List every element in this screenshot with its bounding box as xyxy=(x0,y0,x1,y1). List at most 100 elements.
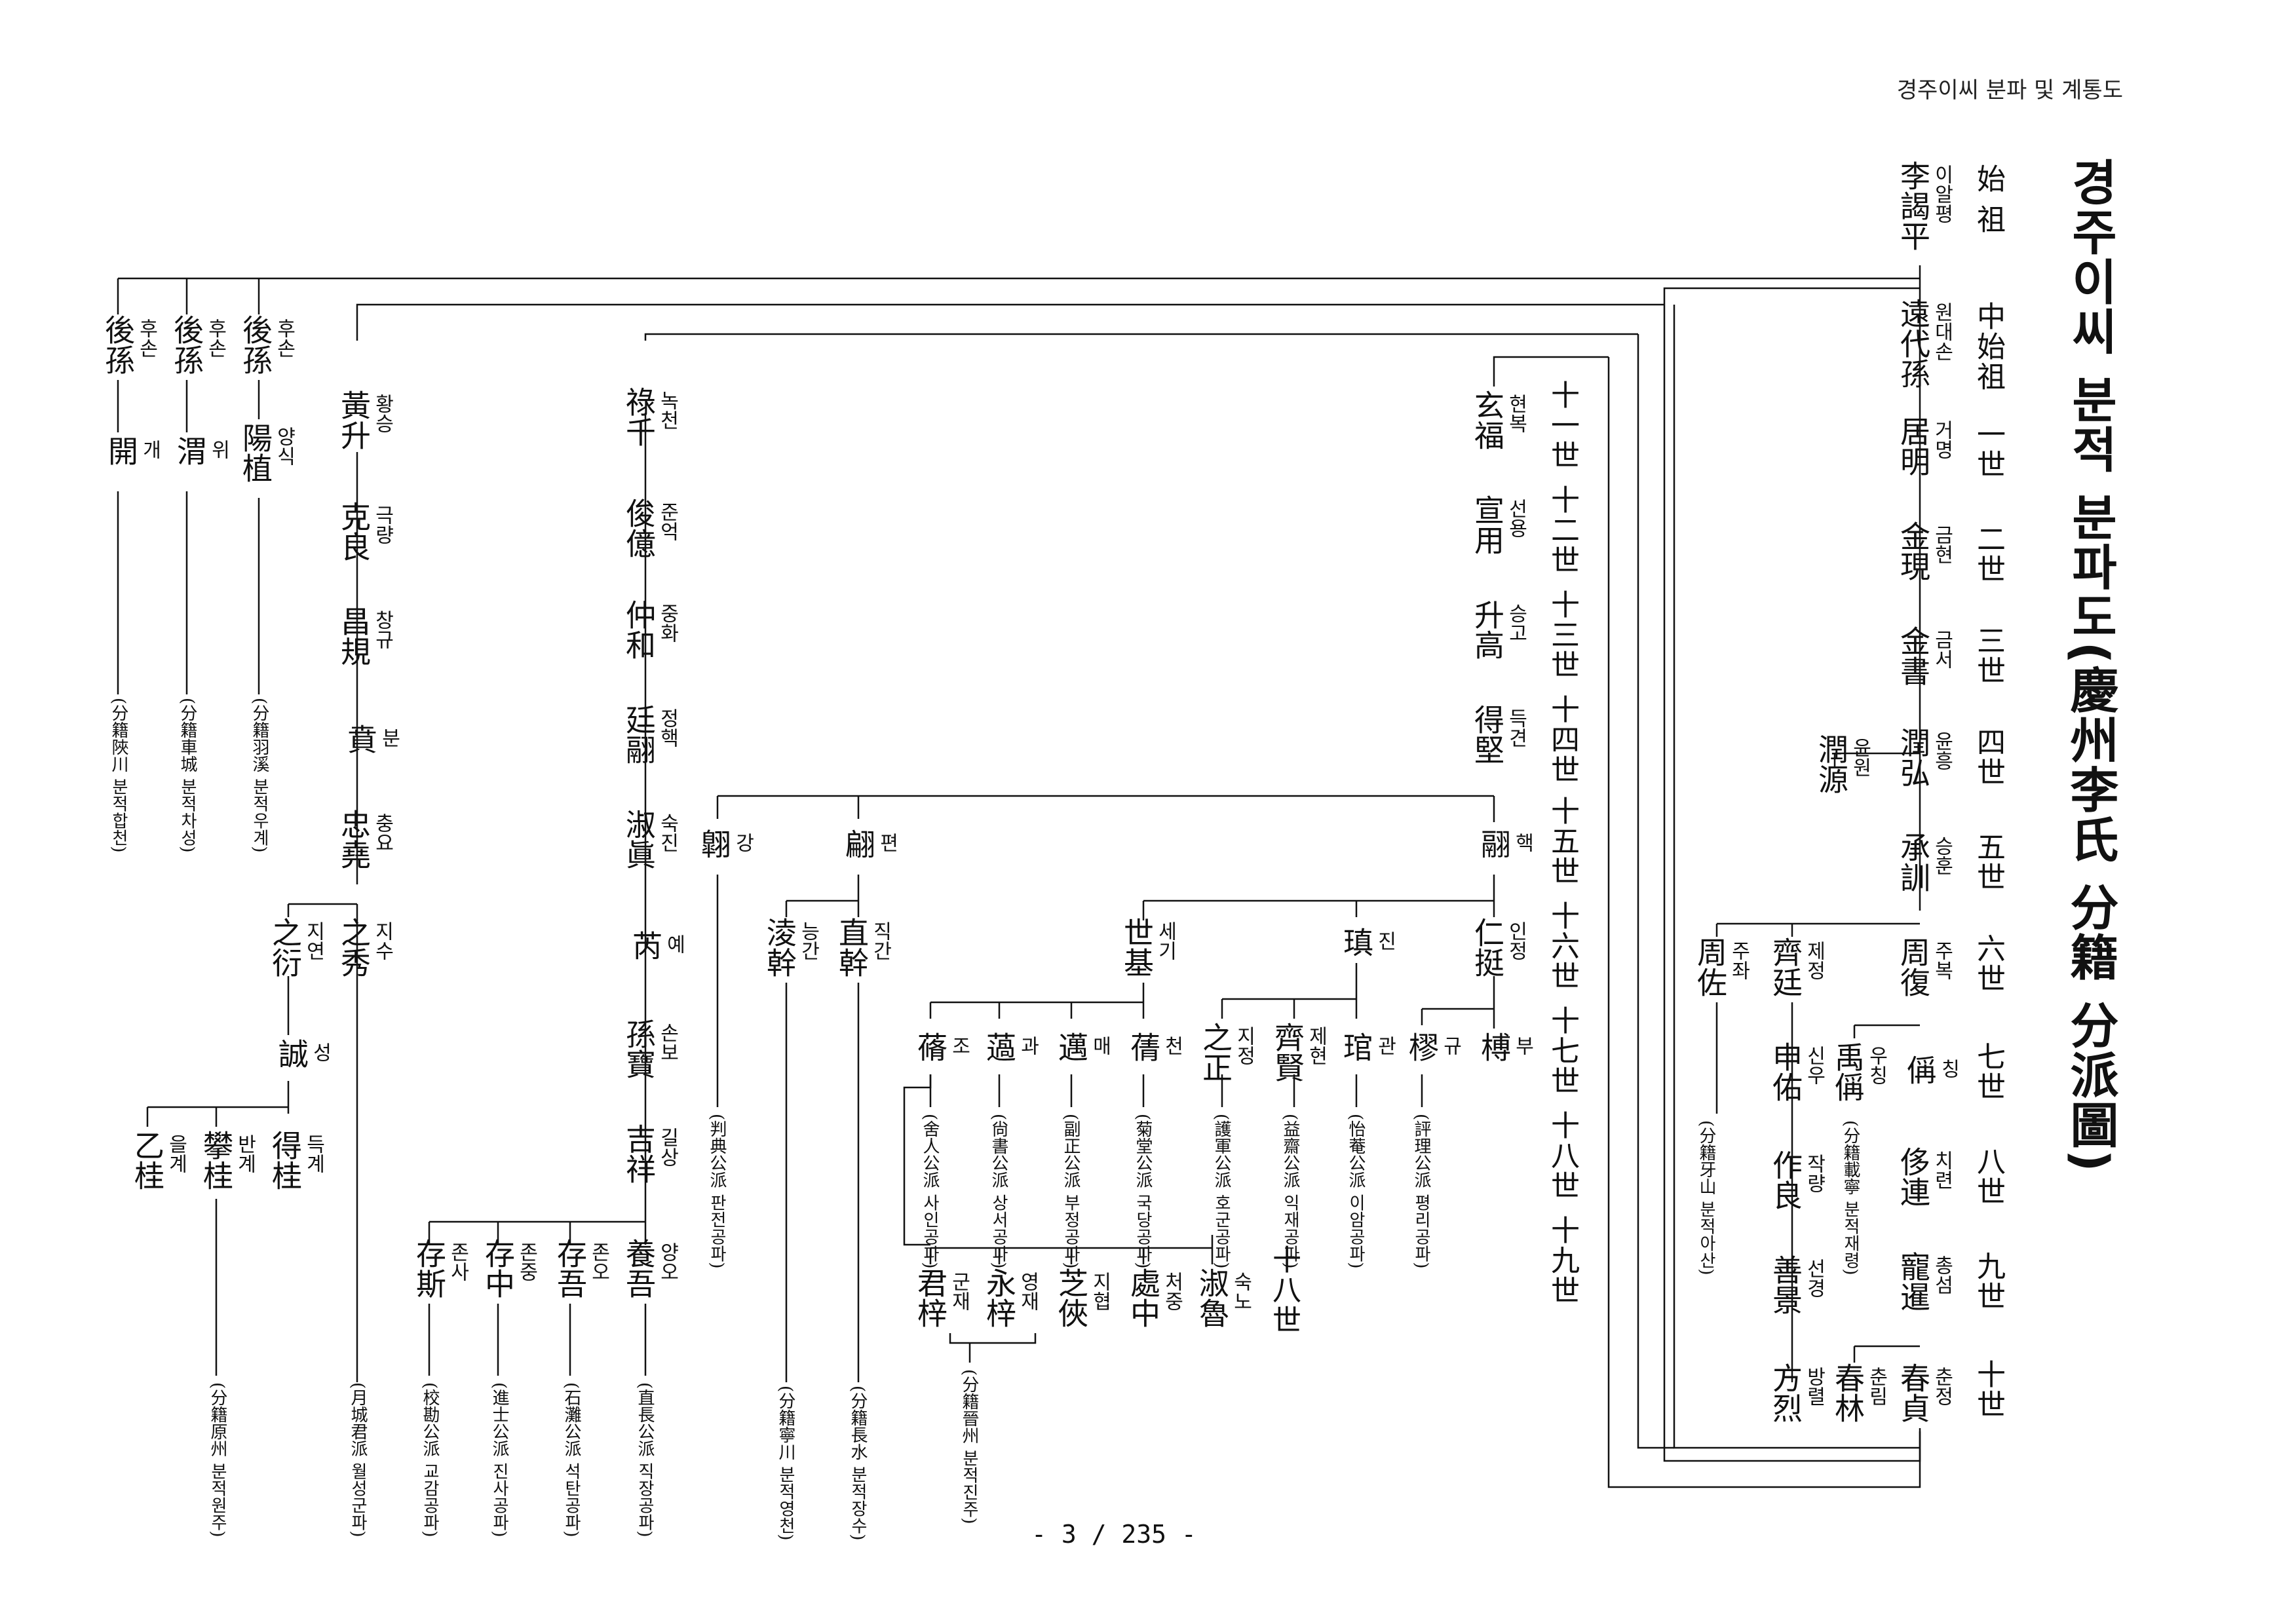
person-node: 乙桂 을계 xyxy=(130,1130,187,1190)
person-reading: 분 xyxy=(377,728,400,747)
person-reading: 원대손 xyxy=(1930,302,1953,361)
person-name: 升高 xyxy=(1470,599,1505,660)
person-node: 翺 강 xyxy=(697,829,754,859)
page-title: 경주이씨 분적 분파도(慶州李氏 分籍 分派圖) xyxy=(2062,157,2118,1173)
person-reading: 칭 xyxy=(1937,1059,1960,1078)
person-name: 禹偁 xyxy=(1830,1042,1866,1102)
person-reading: 극량 xyxy=(371,505,394,544)
person-name: 周復 xyxy=(1896,937,1931,997)
person-reading: 길상 xyxy=(656,1127,679,1167)
person-node: 養吾 양오 xyxy=(621,1238,679,1298)
person-node: 齊賢 제현 xyxy=(1270,1022,1328,1082)
person-reading: 능간 xyxy=(797,921,820,960)
person-node: 遠代孫 원대손 xyxy=(1896,298,1953,388)
generation-label: 十四世 xyxy=(1546,694,1579,785)
document-header: 경주이씨 분파 및 계통도 xyxy=(1896,77,2123,104)
person-node: 春林 춘림 xyxy=(1830,1363,1888,1423)
person-node: 君梓 군재 xyxy=(913,1268,970,1328)
person-node: 直幹 직간 xyxy=(834,917,892,977)
person-node: 李謁平 이알평 xyxy=(1896,161,1953,251)
branch-label: (尙書公派 상서공파) xyxy=(989,1114,1008,1269)
person-reading: 군재 xyxy=(947,1272,970,1311)
person-reading: 을계 xyxy=(164,1134,187,1173)
person-node: 齊廷 제정 xyxy=(1768,937,1826,997)
person-node: 瑱 진 xyxy=(1339,927,1396,957)
person-name: 芝俠 xyxy=(1054,1268,1089,1328)
person-node: 蓨 조 xyxy=(913,1032,970,1062)
person-reading: 우칭 xyxy=(1865,1046,1888,1085)
person-name: 君梓 xyxy=(913,1268,948,1328)
person-node: 淑眞 숙진 xyxy=(621,809,679,869)
person-node: 作良 작량 xyxy=(1768,1150,1826,1210)
person-node: 處中 처중 xyxy=(1126,1268,1183,1328)
person-name: 淑魯 xyxy=(1195,1268,1230,1328)
person-reading: 영재 xyxy=(1016,1272,1039,1311)
person-node: 得桂 득계 xyxy=(267,1130,325,1190)
person-reading: 처중 xyxy=(1160,1272,1183,1311)
generation-label: 十六世 xyxy=(1546,901,1579,991)
person-reading: 춘림 xyxy=(1865,1367,1888,1406)
person-reading: 금현 xyxy=(1930,525,1953,564)
person-reading: 치련 xyxy=(1930,1150,1953,1190)
person-name: 樛 xyxy=(1404,1032,1440,1062)
person-reading: 매 xyxy=(1088,1036,1111,1055)
generation-label: 十九世 xyxy=(1546,1215,1579,1306)
person-reading: 후손 xyxy=(273,318,296,358)
person-reading: 핵 xyxy=(1511,833,1534,852)
person-node: 仁挺 인정 xyxy=(1470,917,1527,977)
generation-label: 十八世 xyxy=(1546,1110,1579,1201)
person-reading: 거명 xyxy=(1930,420,1953,459)
person-node: 後孫 후손 xyxy=(100,314,158,375)
person-node: 寵暹 총섬 xyxy=(1896,1251,1953,1312)
person-node: 翮 핵 xyxy=(1476,829,1534,859)
generation-label: 十二世 xyxy=(1546,485,1579,575)
person-node: 之正 지정 xyxy=(1198,1022,1255,1082)
person-name: 芮 xyxy=(628,930,663,960)
person-node: 孫寶 손보 xyxy=(621,1019,679,1079)
person-node: 芝俠 지협 xyxy=(1054,1268,1111,1328)
person-node: 開 개 xyxy=(104,436,161,466)
person-name: 翮 xyxy=(1476,829,1512,859)
person-name: 廷翮 xyxy=(621,704,657,765)
person-name: 祿千 xyxy=(621,387,657,447)
person-name: 蓨 xyxy=(913,1032,948,1062)
person-name: 之正 xyxy=(1198,1022,1233,1082)
generation-label: 三世 xyxy=(1972,626,2005,686)
person-name: 淑眞 xyxy=(621,809,657,869)
person-reading: 숙노 xyxy=(1229,1272,1252,1311)
generation-label: 四世 xyxy=(1972,727,2005,787)
person-reading: 지연 xyxy=(302,921,325,960)
person-reading: 승고 xyxy=(1504,603,1527,643)
person-node: 方烈 방렬 xyxy=(1768,1363,1826,1423)
person-node: 居明 거명 xyxy=(1896,416,1953,476)
person-name: 善景 xyxy=(1768,1255,1803,1315)
person-node: 誠 성 xyxy=(274,1038,332,1068)
person-name: 遠代孫 xyxy=(1896,298,1931,388)
person-name: 忠堯 xyxy=(336,809,372,869)
person-name: 存斯 xyxy=(411,1238,447,1298)
person-node: 翩 편 xyxy=(841,829,898,859)
person-name: 養吾 xyxy=(621,1238,657,1298)
person-reading: 현복 xyxy=(1504,394,1527,433)
person-name: 玄福 xyxy=(1470,390,1505,450)
person-reading: 지정 xyxy=(1233,1026,1255,1065)
person-node: 賁 분 xyxy=(343,724,400,754)
person-name: 俊億 xyxy=(621,498,657,558)
person-node: 淩幹 능간 xyxy=(762,917,820,977)
person-name: 得堅 xyxy=(1470,704,1505,765)
person-node: 忠堯 충요 xyxy=(336,809,394,869)
generation-label: 十世 xyxy=(1972,1359,2005,1420)
person-reading: 이알평 xyxy=(1930,164,1953,223)
person-name: 之秀 xyxy=(336,917,372,977)
person-reading: 녹천 xyxy=(656,390,679,430)
branch-label: (校勘公派 교감공파) xyxy=(420,1382,440,1538)
person-name: 後孫 xyxy=(169,314,204,375)
person-reading: 득견 xyxy=(1504,708,1527,747)
person-reading: 선용 xyxy=(1504,499,1527,538)
branch-label: (怡菴公派 이암공파) xyxy=(1346,1114,1366,1269)
person-name: 永梓 xyxy=(982,1268,1017,1328)
person-reading: 성 xyxy=(309,1042,332,1062)
person-name: 瑱 xyxy=(1339,927,1374,957)
person-name: 翩 xyxy=(841,829,876,859)
person-name: 宣用 xyxy=(1470,495,1505,555)
